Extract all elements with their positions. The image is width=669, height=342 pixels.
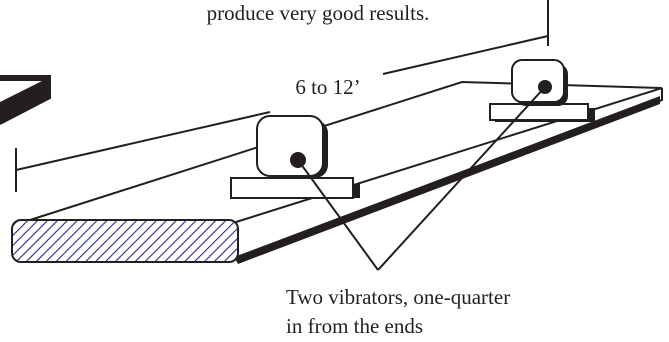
- vibrator-far: [489, 59, 595, 122]
- vibrator-near: [230, 115, 360, 199]
- caption-top: produce very good results.: [207, 1, 430, 25]
- plank-cross-section: [11, 219, 239, 263]
- callout-line-2: in from the ends: [286, 314, 423, 338]
- callout-line-1: Two vibrators, one-quarter: [286, 285, 510, 309]
- vibrator-far-body: [511, 59, 565, 103]
- leader-lines: [297, 86, 546, 271]
- mount-plate-near: [230, 177, 354, 199]
- plank-right-edge: [237, 88, 663, 263]
- dimension-line: [15, 0, 549, 192]
- vibrator-near-body: [256, 115, 324, 177]
- dimension-label: 6 to 12’: [295, 75, 360, 99]
- mount-plate-far: [489, 103, 589, 121]
- partial-plank-face: [0, 80, 44, 102]
